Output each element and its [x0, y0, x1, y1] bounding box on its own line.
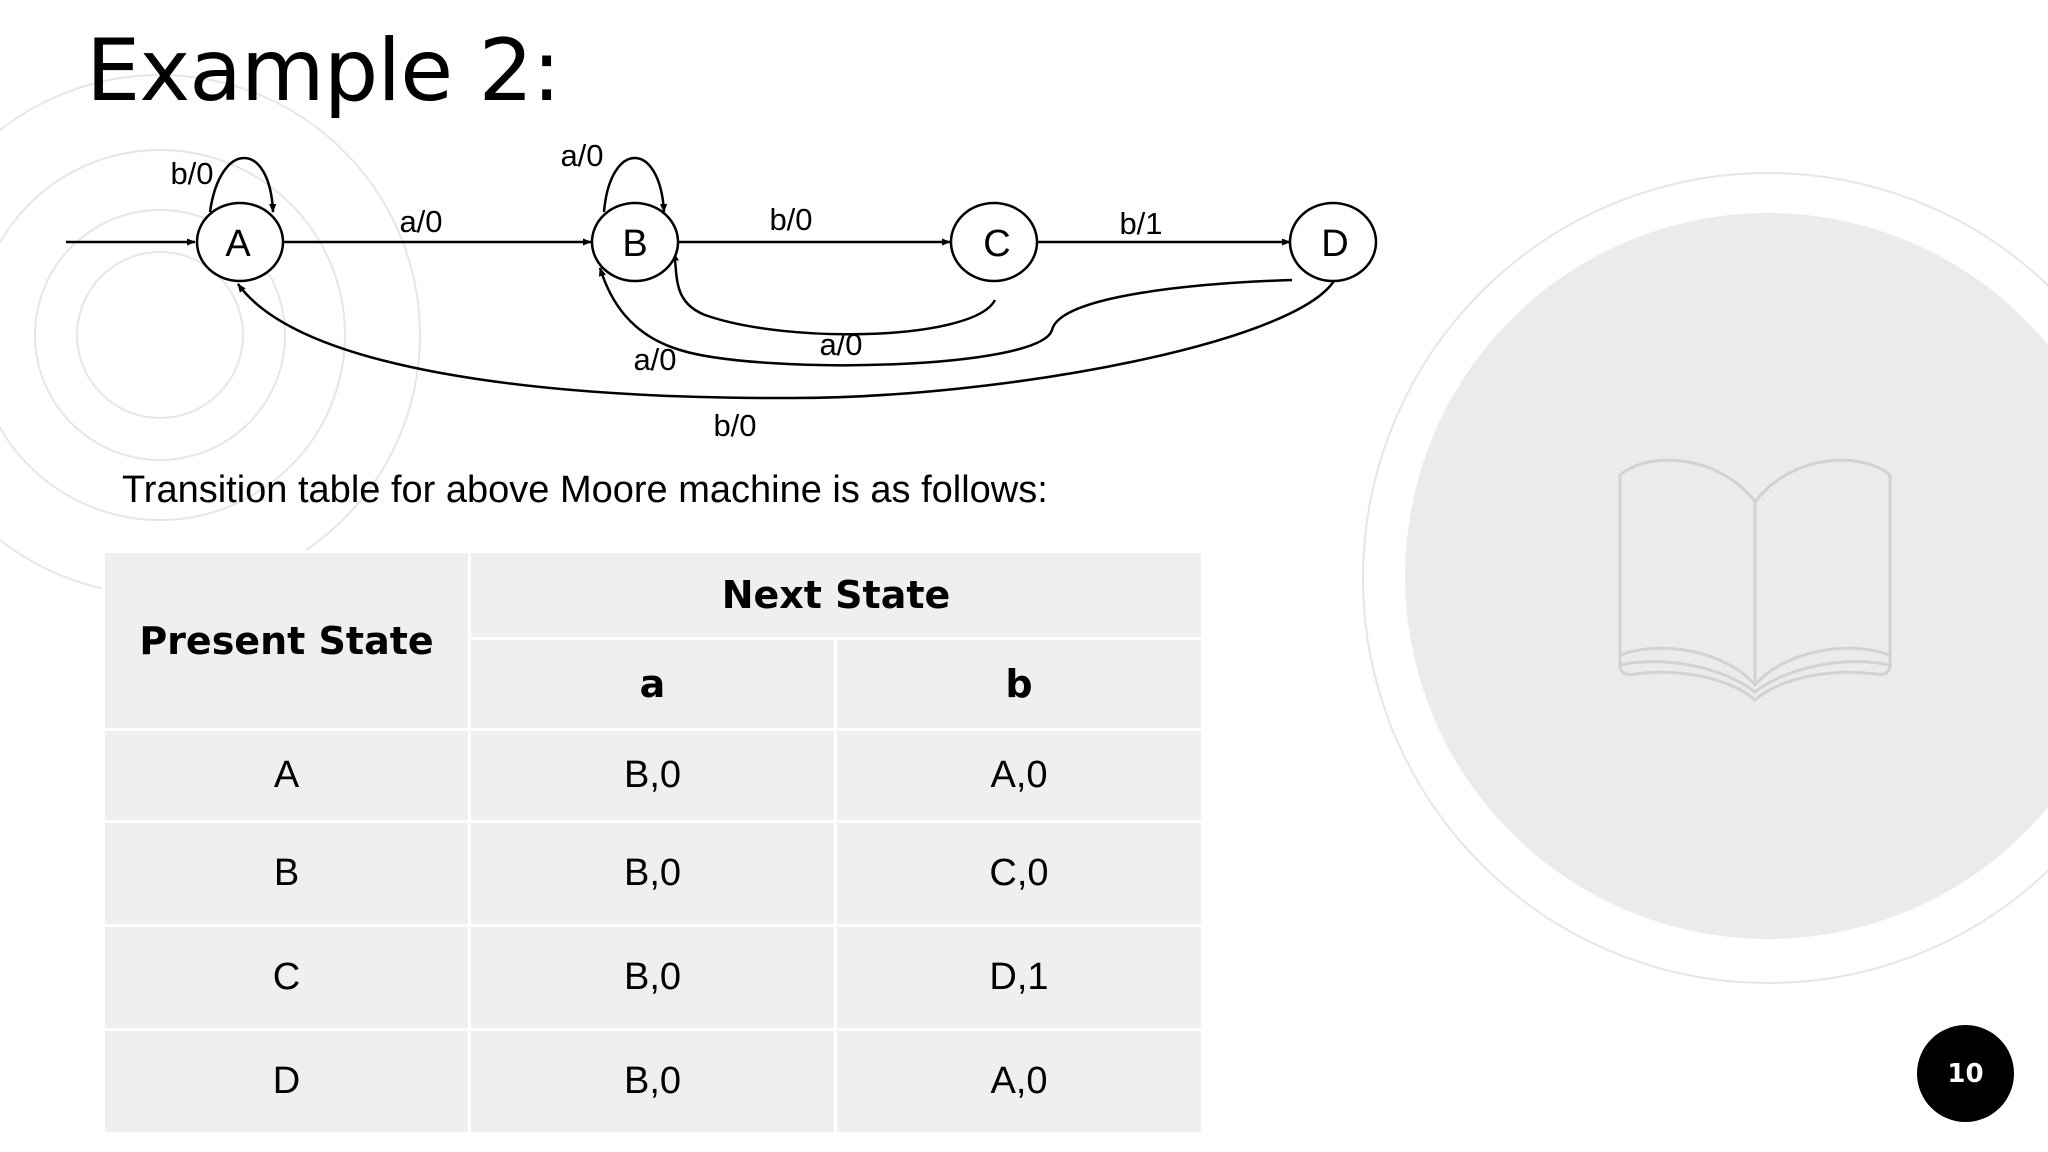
state-label-d: D	[1321, 223, 1348, 265]
edge-b-self-loop	[602, 156, 668, 213]
state-node-b	[590, 201, 680, 283]
state-label-b: B	[622, 223, 647, 265]
table-row: B B,0 C,0	[102, 820, 1204, 927]
edge-label-b-to-c: b/0	[769, 202, 812, 237]
state-label-a: A	[225, 223, 251, 265]
state-node-a	[195, 201, 285, 283]
decor-ring-right	[1362, 172, 2048, 984]
cell-present-state: D	[102, 1028, 471, 1135]
cell-next-on-b: C,0	[834, 820, 1204, 927]
header-next-state: Next State	[468, 550, 1204, 640]
edge-a-self-loop	[208, 156, 277, 213]
edge-label-d-to-b: a/0	[633, 342, 676, 377]
state-label-c: C	[983, 223, 1010, 265]
cell-next-on-a: B,0	[468, 820, 837, 927]
header-input-a: a	[468, 637, 837, 731]
edge-d-to-a	[236, 271, 1340, 400]
cell-next-on-a: B,0	[468, 728, 837, 823]
cell-present-state: A	[102, 728, 471, 823]
cell-next-on-b: D,1	[834, 924, 1204, 1031]
decor-ring-large	[0, 149, 346, 521]
decor-ring-mid	[34, 209, 286, 461]
transition-table: Present State Next State a b A B,0 A,0 B…	[102, 550, 1204, 1135]
cell-present-state: C	[102, 924, 471, 1031]
edge-label-c-to-b: a/0	[819, 327, 862, 362]
edge-label-b-self-loop: a/0	[560, 138, 603, 173]
edge-label-c-to-d: b/1	[1119, 206, 1162, 241]
cell-present-state: B	[102, 820, 471, 927]
table-row: D B,0 A,0	[102, 1028, 1204, 1135]
decor-disc-right	[1405, 213, 2048, 939]
cell-next-on-a: B,0	[468, 1028, 837, 1135]
open-book-icon	[1618, 458, 1892, 702]
edge-label-a-to-b: a/0	[399, 204, 442, 239]
table-row: A B,0 A,0	[102, 728, 1204, 823]
header-present-state: Present State	[102, 550, 471, 731]
state-node-c	[949, 201, 1039, 283]
table-row: C B,0 D,1	[102, 924, 1204, 1031]
edge-d-to-b	[598, 267, 1293, 367]
cell-next-on-b: A,0	[834, 1028, 1204, 1135]
cell-next-on-a: B,0	[468, 924, 837, 1031]
edge-label-d-to-a: b/0	[713, 408, 756, 443]
page-number-badge: 10	[1917, 1025, 2014, 1122]
slide-title: Example 2:	[86, 21, 561, 121]
edge-label-a-self-loop: b/0	[170, 156, 213, 191]
state-node-d	[1288, 201, 1378, 283]
edge-c-to-b	[671, 252, 997, 336]
cell-next-on-b: A,0	[834, 728, 1204, 823]
state-diagram: A B C D b/0 a/0 a/0 b/0 b/1 a/0 a/0 b/0	[66, 138, 1378, 443]
decor-ring-inner	[76, 251, 244, 419]
table-caption: Transition table for above Moore machine…	[122, 469, 1048, 511]
header-input-b: b	[834, 637, 1204, 731]
